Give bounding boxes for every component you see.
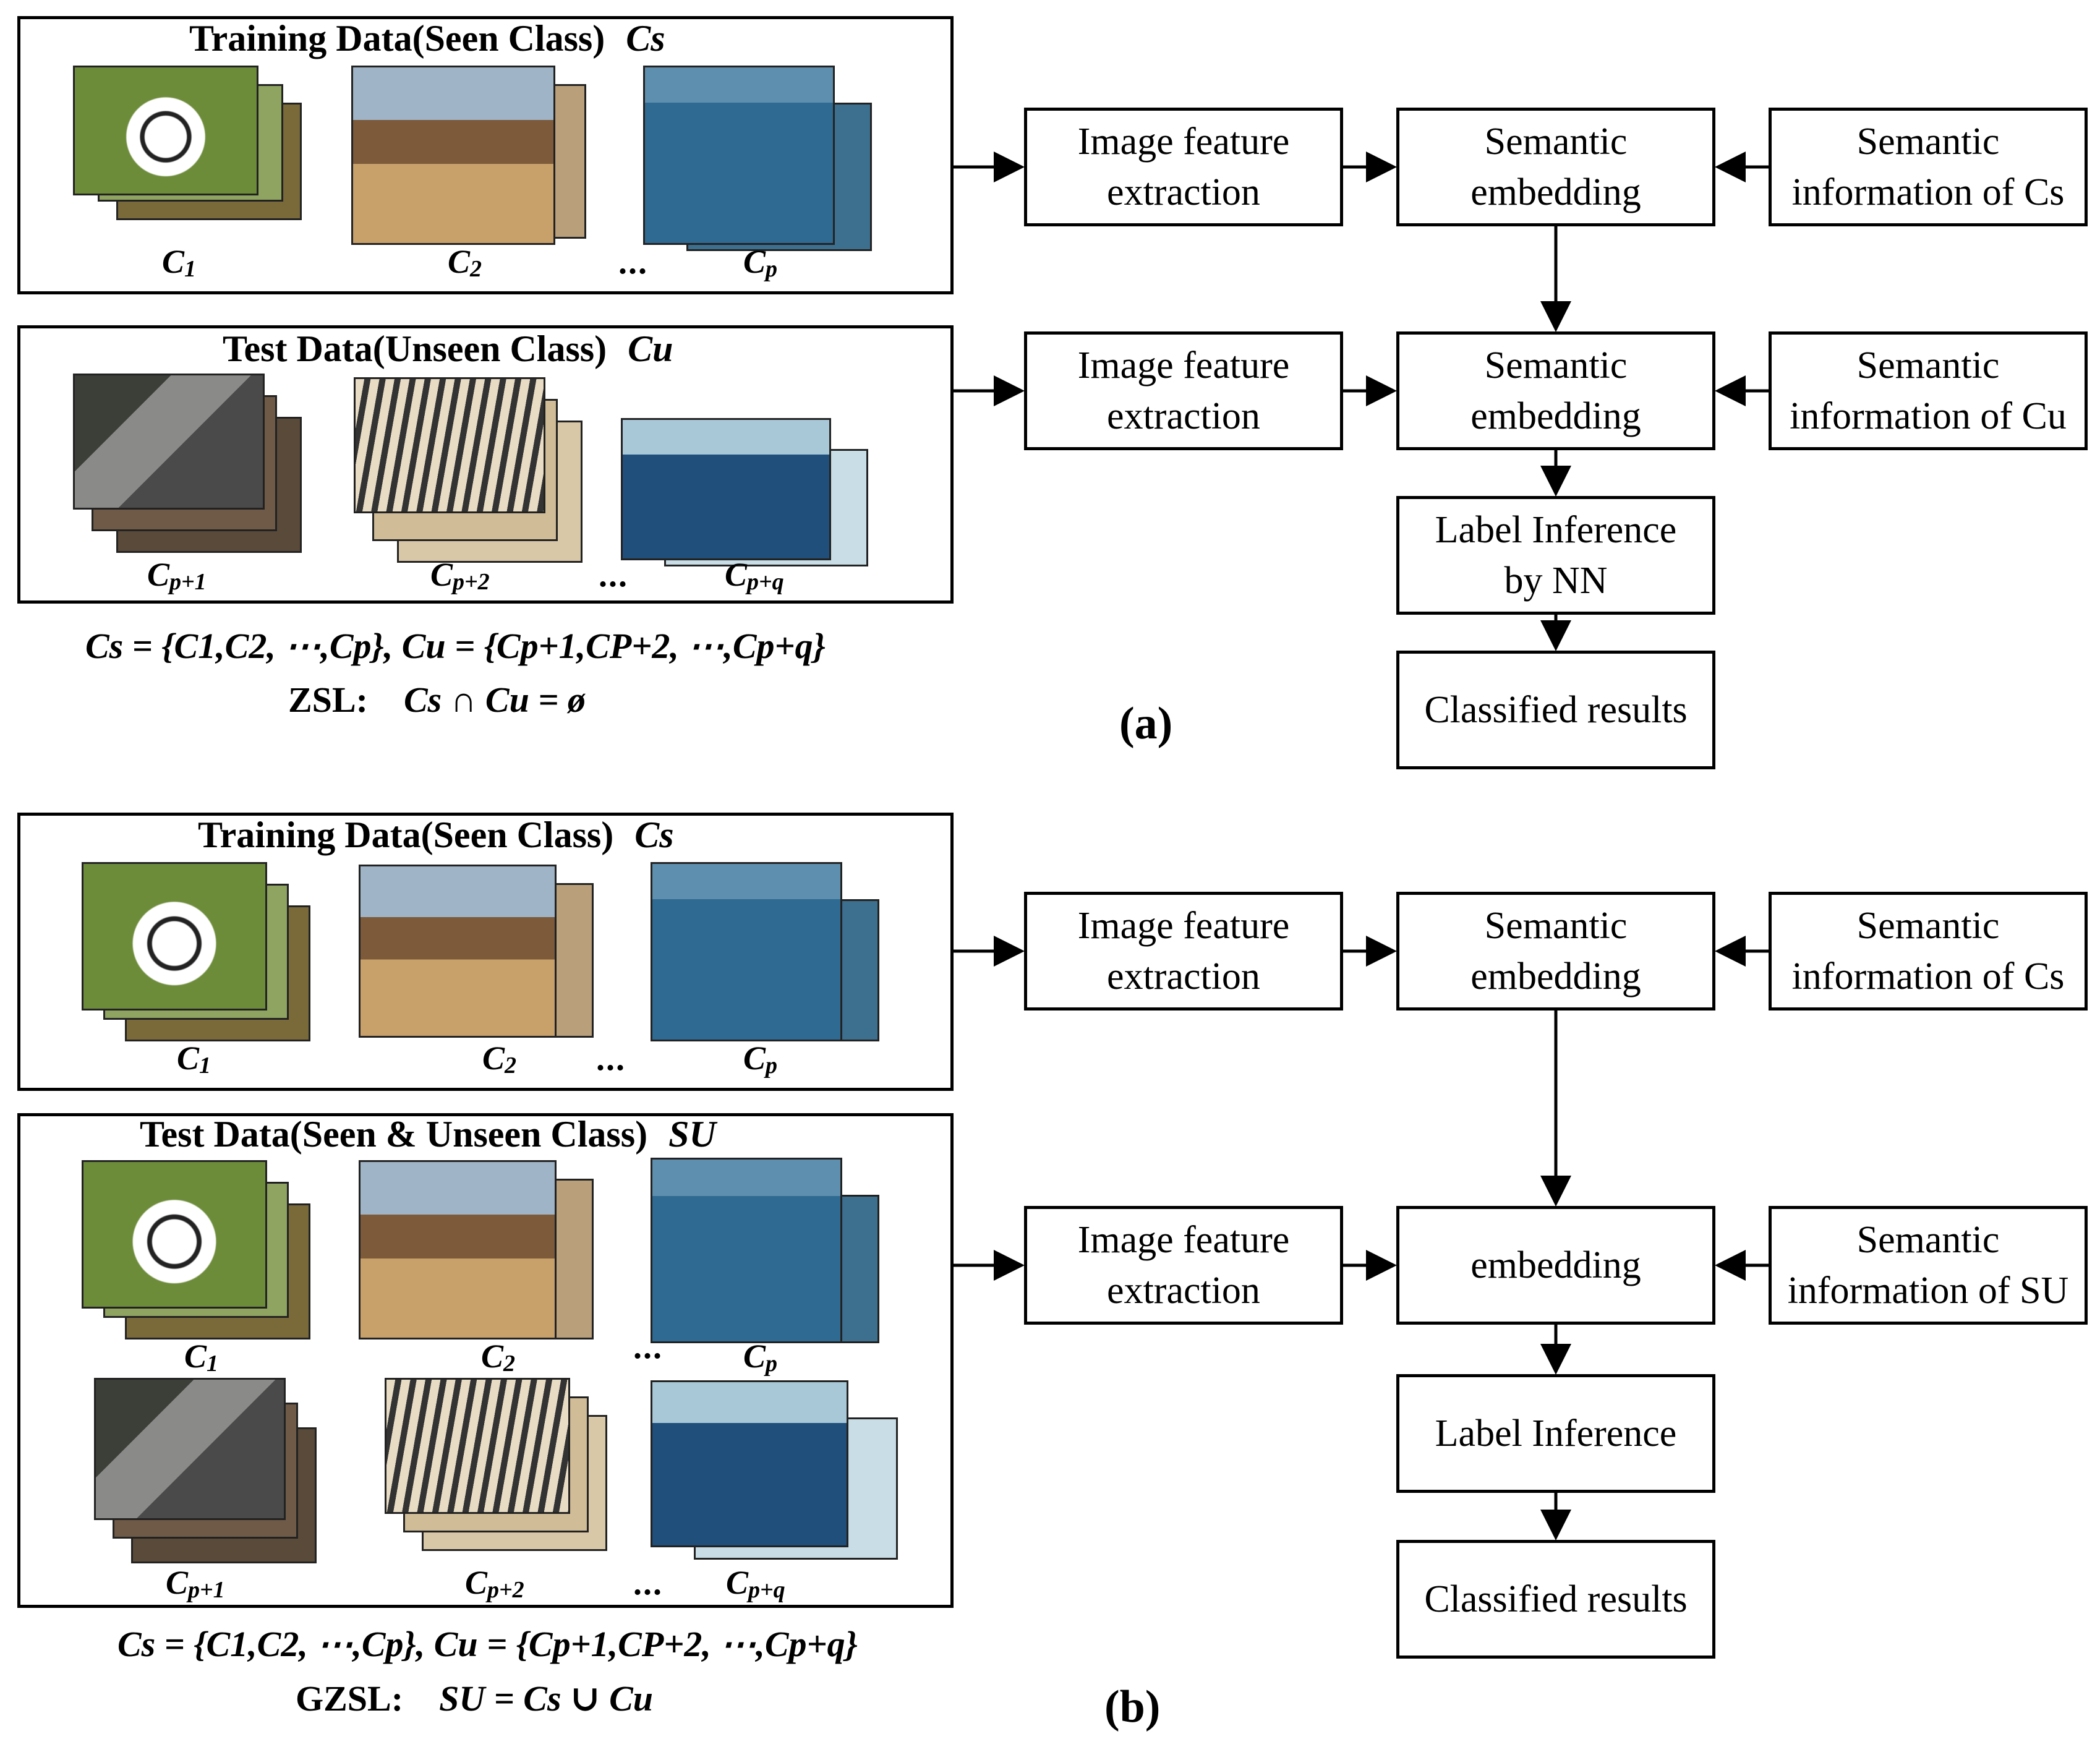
a-train-label-1: C1 — [162, 243, 197, 282]
b-train-panda-stack — [82, 862, 310, 1041]
a-train-label-p: Cp — [743, 243, 778, 282]
b-test-whale-stack — [651, 1380, 898, 1560]
b-train-label-p: Cp — [743, 1040, 778, 1079]
b-test-label-p: Cp — [743, 1338, 778, 1377]
a-test-label-1: Cp+1 — [147, 556, 207, 595]
a-test-label-q: Cp+q — [725, 556, 784, 595]
b-test-label-p1: Cp+1 — [166, 1564, 225, 1603]
a-test-heading: Test Data(Unseen Class)Cu — [223, 328, 673, 369]
b-label-inference-box: Label Inference — [1396, 1374, 1715, 1493]
a-test-raccoon-stack — [73, 374, 302, 553]
b-test-panda-stack — [82, 1160, 310, 1340]
b-train-dolphin-stack — [651, 862, 879, 1041]
a-train-dolphin-stack — [643, 66, 872, 251]
a-train-horses-stack — [351, 66, 592, 245]
a-test-dots: ... — [599, 556, 628, 594]
a-train-heading: Training Data(Seen Class)Cs — [189, 18, 665, 59]
b-embedding-box-2: embedding — [1396, 1206, 1715, 1325]
b-test-dots-row2: ... — [633, 1564, 663, 1602]
b-test-dots-row1: ... — [633, 1328, 663, 1366]
b-test-horses-stack — [359, 1160, 594, 1340]
b-test-label-p2: Cp+2 — [465, 1564, 524, 1603]
a-train-dots: ... — [618, 243, 648, 281]
b-test-zebra-stack — [385, 1378, 607, 1551]
b-test-heading: Test Data(Seen & Unseen Class)SU — [140, 1114, 716, 1155]
a-panel-label: (a) — [1119, 698, 1173, 749]
a-classified-results-box: Classified results — [1396, 651, 1715, 769]
b-train-label-1: C1 — [177, 1040, 211, 1079]
b-test-label-1: C1 — [184, 1338, 219, 1377]
b-test-label-pq: Cp+q — [726, 1564, 785, 1603]
a-test-zebra-stack — [354, 377, 583, 563]
b-formula-gzsl: GZSL: SU = Cs ∪ Cu — [296, 1678, 654, 1719]
b-train-horses-stack — [359, 865, 594, 1038]
b-test-dolphin-stack — [651, 1158, 879, 1343]
b-formula-sets: Cs = {C1,C2, ⋯,Cp}, Cu = {Cp+1,CP+2, ⋯,C… — [117, 1624, 858, 1664]
a-formula-sets: Cs = {C1,C2, ⋯,Cp}, Cu = {Cp+1,CP+2, ⋯,C… — [85, 626, 826, 666]
b-panel-label: (b) — [1104, 1681, 1161, 1732]
b-classified-results-box: Classified results — [1396, 1540, 1715, 1659]
a-test-label-2: Cp+2 — [430, 556, 490, 595]
b-train-label-2: C2 — [482, 1040, 517, 1079]
a-train-label-2: C2 — [448, 243, 482, 282]
a-train-panda-stack — [73, 66, 302, 220]
b-test-label-2: C2 — [481, 1338, 516, 1377]
a-test-whale-stack — [621, 418, 868, 566]
b-train-dots: ... — [596, 1040, 626, 1078]
b-test-raccoon-stack — [94, 1378, 317, 1563]
a-formula-zsl: ZSL: Cs ∩ Cu = ø — [288, 680, 586, 720]
b-train-heading: Training Data(Seen Class)Cs — [198, 814, 674, 855]
